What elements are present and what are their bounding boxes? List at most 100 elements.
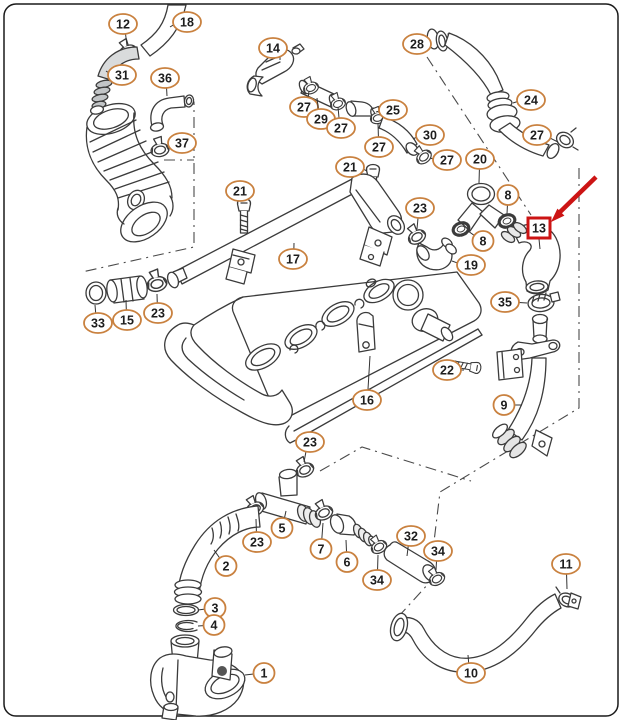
callout-bubble[interactable] xyxy=(432,359,462,381)
callout-bubble[interactable] xyxy=(150,67,180,89)
callout-22[interactable]: 22 xyxy=(432,359,464,381)
callout-bubble[interactable] xyxy=(83,312,113,334)
callout-bubble[interactable] xyxy=(378,99,408,121)
callout-25[interactable]: 25 xyxy=(375,99,408,121)
callout-8-1[interactable]: 8 xyxy=(496,184,520,215)
callout-18[interactable]: 18 xyxy=(169,11,202,33)
callout-10[interactable]: 10 xyxy=(456,654,486,684)
callout-8-2[interactable]: 8 xyxy=(467,230,495,252)
callout-bubble[interactable] xyxy=(364,136,394,158)
leader-line xyxy=(337,106,340,119)
callout-27-4[interactable]: 27 xyxy=(429,149,462,171)
callout-2[interactable]: 2 xyxy=(213,549,238,577)
callout-bubble[interactable] xyxy=(471,230,495,252)
callout-33[interactable]: 33 xyxy=(83,304,113,334)
callout-bubble[interactable] xyxy=(415,124,445,146)
callout-number: 11 xyxy=(559,557,572,571)
callout-27-3[interactable]: 27 xyxy=(364,122,394,158)
callout-31[interactable]: 31 xyxy=(105,64,137,86)
callout-34-2[interactable]: 34 xyxy=(423,540,453,571)
callout-bubble[interactable] xyxy=(352,389,382,411)
callout-bubble[interactable] xyxy=(295,431,325,453)
callout-bubble[interactable] xyxy=(214,555,238,577)
callout-21-1[interactable]: 21 xyxy=(335,156,368,178)
callout-bubble[interactable] xyxy=(496,184,520,206)
callout-27-2[interactable]: 27 xyxy=(326,106,356,139)
callout-bubble[interactable] xyxy=(225,180,255,202)
highlight-box[interactable] xyxy=(526,216,552,240)
callout-34-1[interactable]: 34 xyxy=(362,554,392,591)
callout-23-1[interactable]: 23 xyxy=(405,197,435,230)
callout-21-2[interactable]: 21 xyxy=(225,180,255,202)
callout-number: 6 xyxy=(344,555,351,569)
callout-bubble[interactable] xyxy=(309,538,333,560)
callout-9[interactable]: 9 xyxy=(492,394,523,416)
callout-bubble[interactable] xyxy=(432,149,462,171)
callout-24[interactable]: 24 xyxy=(512,89,546,111)
callout-bubble[interactable] xyxy=(362,569,392,591)
callout-bubble[interactable] xyxy=(396,525,426,547)
callout-23-2[interactable]: 23 xyxy=(143,293,173,324)
callout-bubble[interactable] xyxy=(456,254,486,276)
callout-number: 29 xyxy=(314,112,328,126)
callout-23-3[interactable]: 23 xyxy=(295,431,325,463)
callout-37[interactable]: 37 xyxy=(167,132,197,154)
callout-15[interactable]: 15 xyxy=(112,299,142,331)
callout-20[interactable]: 20 xyxy=(465,148,495,184)
callout-number: 8 xyxy=(480,234,487,248)
callout-number: 21 xyxy=(233,184,247,198)
callout-bubble[interactable] xyxy=(490,291,520,313)
callout-23-4[interactable]: 23 xyxy=(242,518,272,553)
callout-bubble[interactable] xyxy=(143,302,173,324)
callout-bubble[interactable] xyxy=(492,394,516,416)
callout-bubble[interactable] xyxy=(108,13,138,35)
callout-bubble[interactable] xyxy=(516,89,546,111)
callout-14[interactable]: 14 xyxy=(258,37,288,61)
callout-bubble[interactable] xyxy=(402,33,432,55)
leader-line xyxy=(416,217,419,230)
callout-bubble[interactable] xyxy=(335,156,365,178)
callout-28[interactable]: 28 xyxy=(402,33,432,55)
callout-5[interactable]: 5 xyxy=(270,510,294,539)
callout-19[interactable]: 19 xyxy=(451,254,486,276)
callout-32[interactable]: 32 xyxy=(396,525,426,557)
callout-bubble[interactable] xyxy=(465,148,495,170)
callout-bubble[interactable] xyxy=(202,614,226,636)
callout-bubble[interactable] xyxy=(456,662,486,684)
callout-12[interactable]: 12 xyxy=(108,13,138,47)
callout-6[interactable]: 6 xyxy=(335,539,359,573)
leader-line xyxy=(321,522,324,540)
callout-bubble[interactable] xyxy=(112,309,142,331)
callout-bubble[interactable] xyxy=(172,11,202,33)
callout-bubble[interactable] xyxy=(423,540,453,562)
callout-number: 33 xyxy=(91,316,105,330)
callout-27-5[interactable]: 27 xyxy=(522,124,559,146)
callout-bubble[interactable] xyxy=(242,531,272,553)
callout-bubble[interactable] xyxy=(107,64,137,86)
callout-36[interactable]: 36 xyxy=(150,67,180,97)
callout-bubble[interactable] xyxy=(326,117,356,139)
highlighted-callout-13[interactable]: 13 xyxy=(526,175,598,250)
part-valve-cover-16 xyxy=(164,271,483,444)
callout-bubble[interactable] xyxy=(278,248,308,270)
callout-3[interactable]: 3 xyxy=(197,597,227,619)
callout-bubble[interactable] xyxy=(335,551,359,573)
callout-bubble[interactable] xyxy=(252,662,276,684)
part-valve-6 xyxy=(329,513,376,547)
callout-16[interactable]: 16 xyxy=(352,355,382,411)
callout-30[interactable]: 30 xyxy=(412,124,445,146)
callout-bubble[interactable] xyxy=(551,553,581,575)
callout-17[interactable]: 17 xyxy=(278,242,308,270)
callout-35[interactable]: 35 xyxy=(490,291,528,313)
part-pipe-9 xyxy=(492,313,561,459)
callout-bubble[interactable] xyxy=(522,124,552,146)
callout-4[interactable]: 4 xyxy=(197,614,226,636)
callout-7[interactable]: 7 xyxy=(309,522,333,560)
callout-bubble[interactable] xyxy=(258,37,288,59)
callout-11[interactable]: 11 xyxy=(551,553,581,590)
callout-bubble[interactable] xyxy=(405,197,435,219)
callout-1[interactable]: 1 xyxy=(244,662,276,684)
callout-bubble[interactable] xyxy=(270,517,294,539)
callout-bubble[interactable] xyxy=(167,132,197,154)
